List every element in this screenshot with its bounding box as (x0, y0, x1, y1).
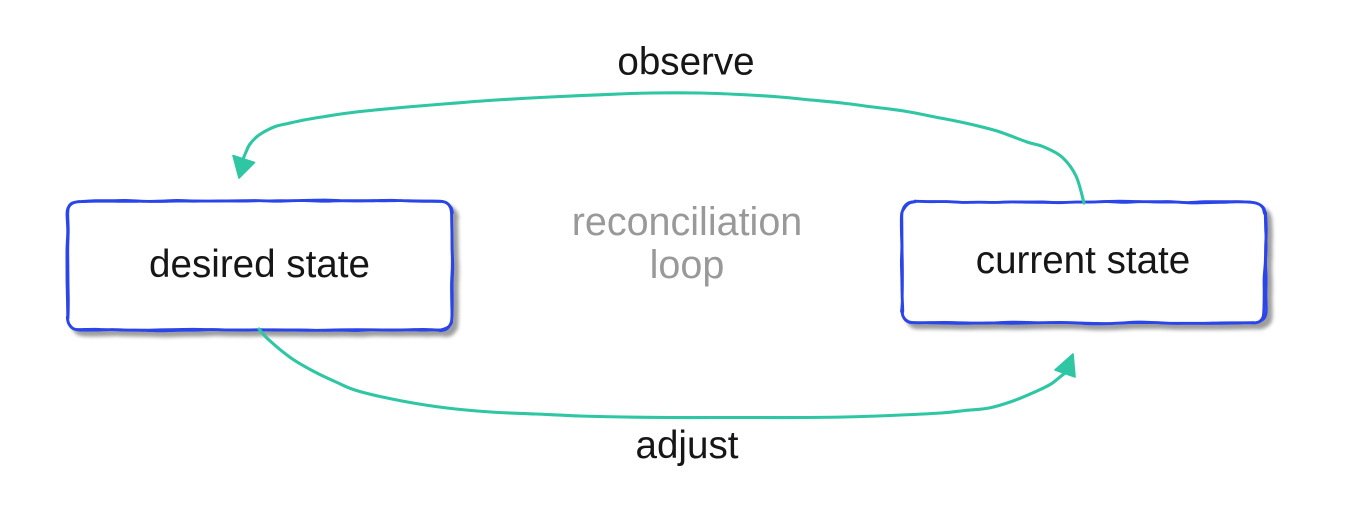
svg-text:reconciliation: reconciliation (572, 200, 803, 244)
svg-text:desired state: desired state (149, 243, 370, 286)
svg-text:adjust: adjust (636, 424, 739, 467)
svg-text:loop: loop (650, 243, 725, 287)
svg-text:current state: current state (976, 239, 1190, 282)
svg-text:observe: observe (617, 41, 754, 84)
